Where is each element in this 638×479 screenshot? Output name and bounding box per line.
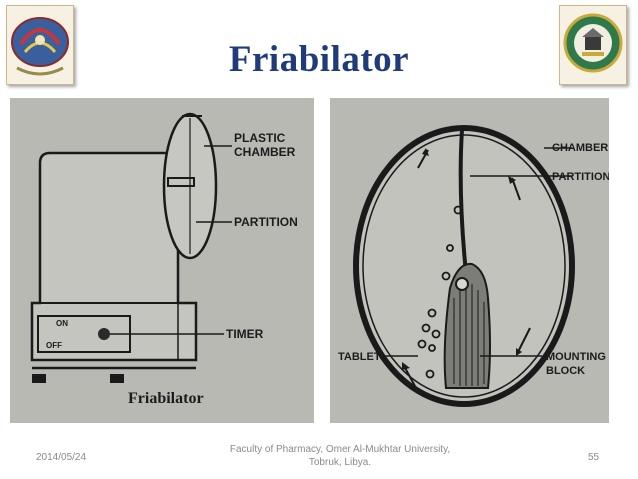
faculty-logo-left	[6, 5, 74, 85]
slide-number: 55	[588, 452, 600, 463]
university-emblem-icon	[563, 13, 623, 73]
friabilator-device-diagram: PLASTIC CHAMBER PARTITION TIMER ON OFF F…	[10, 98, 314, 423]
friabilator-chamber-drawing: CHAMBER PARTITION TABLET MOUNTING BLOCK	[330, 98, 609, 423]
footer-institution-line1: Faculty of Pharmacy, Omer Al-Mukhtar Uni…	[229, 444, 451, 455]
label-mounting: MOUNTING	[546, 351, 606, 363]
slide-title: Friabilator	[228, 39, 410, 80]
friabilator-device-drawing: PLASTIC CHAMBER PARTITION TIMER ON OFF F…	[10, 98, 314, 423]
label-tablet: TABLET	[338, 351, 381, 363]
footer-institution: Faculty of Pharmacy, Omer Al-Mukhtar Uni…	[210, 443, 470, 469]
footer-date: 2014/05/24	[36, 452, 87, 463]
university-logo-right	[559, 5, 627, 85]
label-block: BLOCK	[546, 365, 585, 377]
label-timer: TIMER	[226, 327, 264, 341]
label-partition-right: PARTITION	[552, 171, 609, 183]
label-plastic: PLASTIC	[234, 131, 286, 145]
label-chamber-right: CHAMBER	[552, 142, 608, 154]
friabilator-chamber-diagram: CHAMBER PARTITION TABLET MOUNTING BLOCK	[330, 98, 609, 423]
timer-dial-icon	[98, 328, 110, 340]
label-off: OFF	[46, 341, 62, 350]
label-chamber: CHAMBER	[234, 145, 296, 159]
faculty-emblem-icon	[11, 17, 69, 76]
label-partition: PARTITION	[234, 215, 298, 229]
footer-institution-line2: Tobruk, Libya.	[308, 457, 372, 468]
label-on: ON	[56, 319, 68, 328]
figure-caption: Friabilator	[128, 390, 204, 407]
